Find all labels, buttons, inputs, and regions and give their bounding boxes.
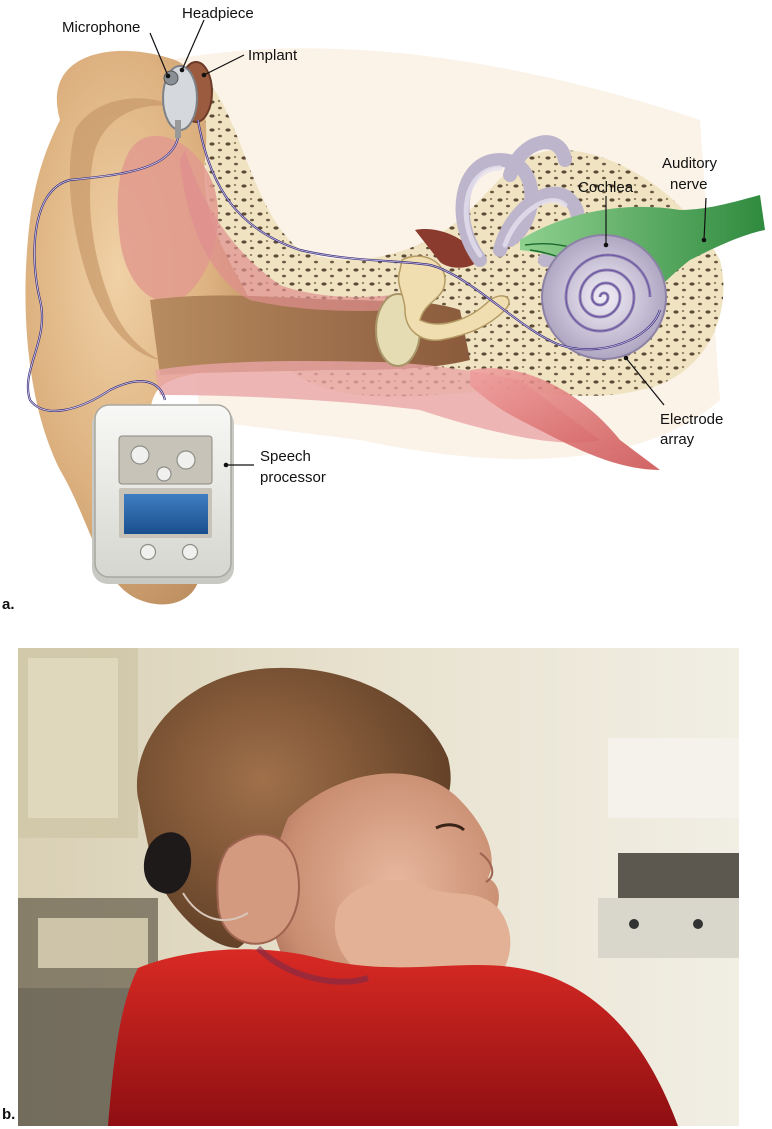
- label-headpiece: Headpiece: [182, 5, 254, 22]
- ear-helix-fold: [69, 98, 180, 360]
- speech-processor: [92, 404, 234, 584]
- child-hearing-processor: [143, 832, 192, 894]
- panel-a-letter: a.: [2, 596, 15, 613]
- microphone: [163, 70, 179, 86]
- cochlear-implant-diagram: Microphone Headpiece Implant Cochlea Aud…: [25, 5, 765, 605]
- child-red-sweater: [108, 949, 678, 1126]
- label-speech-processor-line2: processor: [260, 469, 326, 486]
- label-leaders: [149, 19, 707, 468]
- child-nose: [479, 852, 494, 883]
- label-microphone: Microphone: [62, 19, 140, 36]
- middle-ear-cavity: [415, 229, 480, 268]
- panel-b-letter: b.: [2, 1106, 16, 1123]
- child-hair: [136, 667, 451, 948]
- label-auditory-nerve-line2: nerve: [670, 176, 708, 193]
- ossicles: [397, 255, 510, 341]
- cochlea: [541, 234, 667, 360]
- label-auditory-nerve-line1: Auditory: [662, 155, 718, 172]
- child-photo: [18, 648, 739, 1126]
- label-electrode-array-line1: Electrode: [660, 411, 723, 428]
- label-implant: Implant: [248, 47, 298, 64]
- canal-skin-upper: [180, 150, 430, 312]
- child-ear: [216, 833, 300, 945]
- label-electrode-array-line2: array: [660, 431, 695, 448]
- label-cochlea: Cochlea: [578, 179, 634, 196]
- child-eye: [435, 823, 466, 832]
- label-speech-processor-line1: Speech: [260, 448, 311, 465]
- muscle-band: [470, 368, 660, 470]
